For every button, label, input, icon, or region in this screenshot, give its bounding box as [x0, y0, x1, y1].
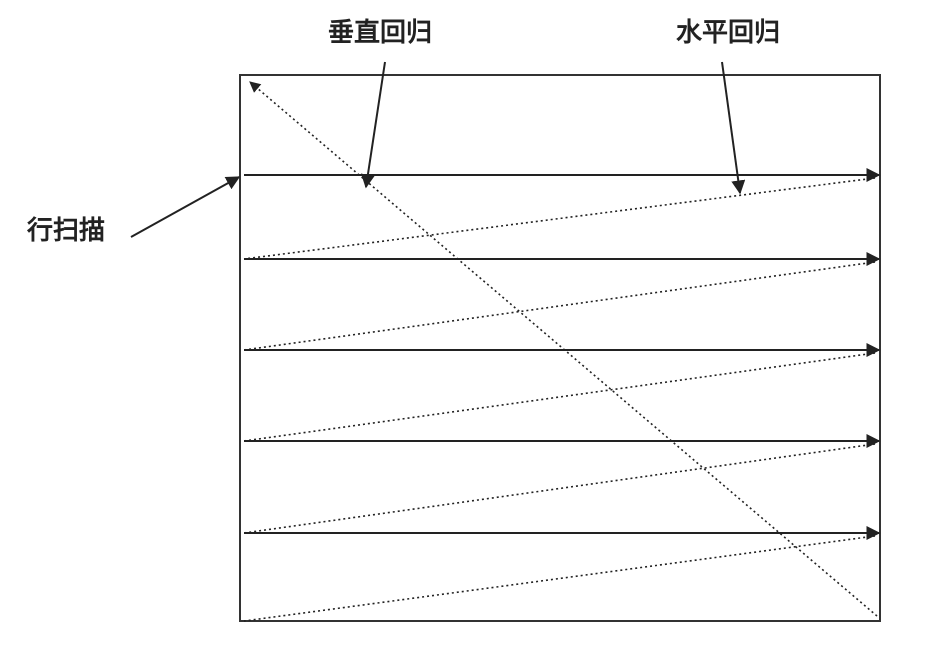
horizontal-retrace-line-3: [243, 352, 876, 442]
vertical-retrace-line: [249, 81, 878, 617]
horizontal-retrace-line-1: [243, 177, 876, 260]
horizontal-retrace-line-2: [243, 261, 876, 351]
screen-frame: [239, 74, 881, 622]
horizontal-retrace-line-4: [243, 443, 876, 534]
horizontal-retrace-lines: [243, 177, 876, 622]
horizontal-retrace-pointer-arrow: [721, 61, 746, 195]
vertical-retrace-pointer-arrow: [360, 61, 386, 189]
horizontal-retrace-label: 水平回归: [676, 18, 781, 48]
line-scan-pointer-arrow: [130, 176, 241, 238]
scan-lines: [244, 168, 881, 540]
vertical-retrace-label: 垂直回归: [328, 18, 433, 48]
horizontal-retrace-line-5: [243, 535, 876, 622]
line-scan-label: 行扫描: [27, 216, 106, 246]
